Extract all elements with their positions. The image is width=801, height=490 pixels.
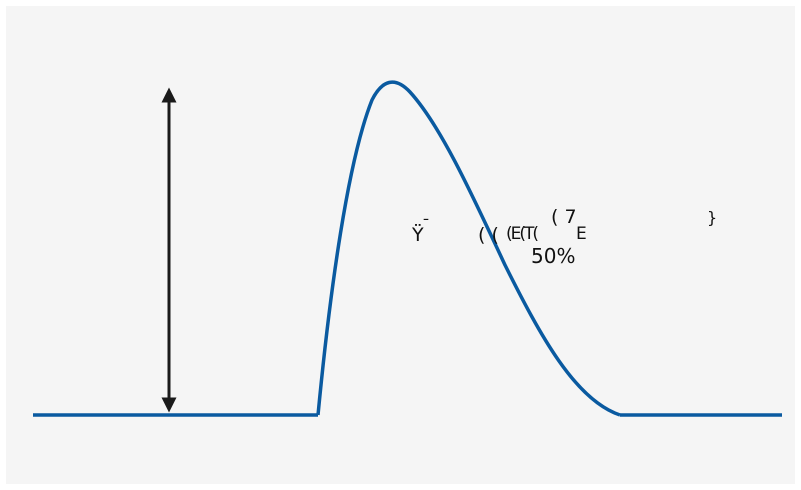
glyph-label-7: }: [707, 208, 718, 227]
glyph-label-2: ¯: [422, 216, 430, 235]
glyph-label-4: (E(T(: [506, 224, 539, 244]
glyph-label-6: E: [576, 224, 587, 244]
glyph-label-5: ( 7: [551, 206, 577, 228]
percent-label: 50%: [531, 244, 576, 268]
pulse-curve: [316, 80, 621, 417]
glyph-label-1: Ÿ: [412, 224, 424, 246]
glyph-label-3: ( (: [478, 224, 499, 246]
